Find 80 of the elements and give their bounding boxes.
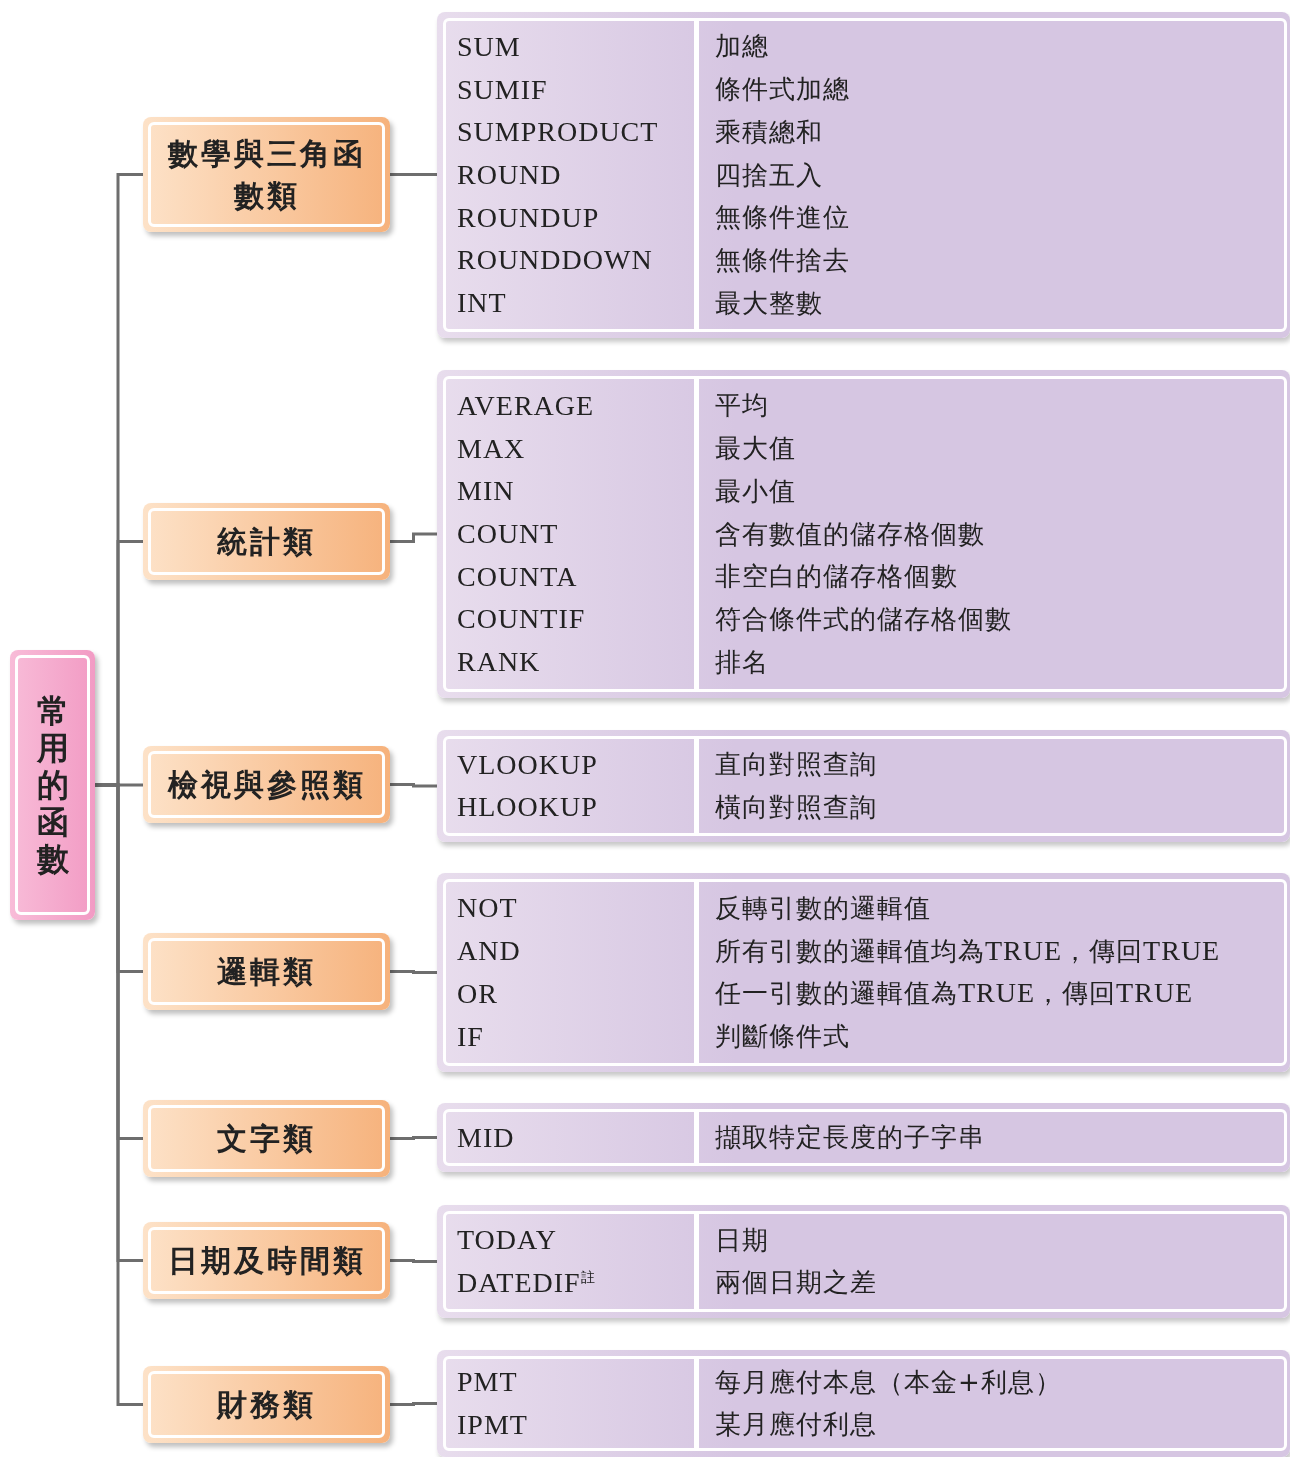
function-description: 排名 [715, 645, 769, 679]
function-description: 擷取特定長度的子字串 [715, 1121, 985, 1154]
function-name: ROUNDDOWN [457, 244, 653, 277]
category-label: 日期及時間類 [166, 1241, 367, 1280]
category-label: 數學與三角函數類 [166, 134, 367, 215]
connector-line [390, 173, 437, 176]
connector-line [390, 1402, 437, 1406]
category-label: 文字類 [216, 1119, 317, 1158]
function-description: 反轉引數的邏輯值 [715, 891, 931, 925]
function-description: 所有引數的邏輯值均為TRUE，傳回TRUE [715, 933, 1221, 968]
function-name: COUNTIF [457, 603, 586, 636]
function-name: COUNTA [457, 560, 578, 593]
function-description: 加總 [715, 30, 769, 64]
function-description: 符合條件式的儲存格個數 [715, 602, 1012, 636]
connector-line [390, 783, 437, 788]
function-name: MID [457, 1121, 515, 1154]
function-table [437, 370, 1290, 698]
category-box [143, 503, 390, 580]
function-description: 四捨五入 [715, 158, 823, 192]
function-description: 含有數值的儲存格個數 [715, 517, 985, 551]
function-name: IPMT [457, 1408, 528, 1441]
function-name: COUNT [457, 518, 559, 550]
function-description: 無條件捨去 [715, 243, 850, 277]
function-name: AND [457, 935, 521, 968]
root-box [10, 650, 95, 920]
connector-line [390, 1136, 437, 1140]
function-name: SUM [457, 30, 521, 63]
function-description: 任一引數的邏輯值為TRUE，傳回TRUE [715, 976, 1194, 1011]
function-description: 條件式加總 [715, 73, 850, 107]
function-name: ROUNDUP [457, 201, 600, 234]
function-table [437, 1205, 1290, 1318]
category-box [143, 1222, 390, 1299]
function-table [437, 730, 1290, 842]
function-description: 乘積總和 [715, 115, 823, 149]
function-name: DATEDIF$^{註}$ [457, 1266, 596, 1299]
connector-line [390, 532, 437, 543]
category-box [143, 117, 390, 232]
category-label: 邏輯類 [216, 952, 317, 991]
function-description: 日期 [715, 1223, 769, 1257]
function-description: 平均 [715, 389, 769, 423]
function-name: MAX [457, 432, 526, 465]
category-label: 檢視與參照類 [166, 765, 367, 804]
function-name: ROUND [457, 159, 562, 191]
category-box [143, 933, 390, 1010]
function-name: OR [457, 977, 498, 1010]
function-table [437, 873, 1290, 1072]
function-description: 最大值 [715, 432, 796, 466]
function-description: 直向對照查詢 [715, 748, 877, 782]
function-description: 判斷條件式 [715, 1020, 850, 1054]
category-box [143, 1100, 390, 1177]
function-description: 最小值 [715, 474, 796, 508]
function-name: SUMPRODUCT [457, 116, 659, 149]
function-name: HLOOKUP [457, 791, 598, 824]
root-label: 常用的函數 [35, 692, 70, 878]
function-name: MIN [457, 475, 515, 508]
function-description: 橫向對照查詢 [715, 790, 877, 824]
function-name: IF [457, 1020, 484, 1053]
function-name: PMT [457, 1366, 518, 1399]
function-name: NOT [457, 892, 518, 925]
function-description: 非空白的儲存格個數 [715, 560, 958, 594]
function-description: 最大整數 [715, 286, 823, 320]
function-description: 無條件進位 [715, 201, 850, 235]
function-name: SUMIF [457, 73, 548, 106]
function-table [437, 1350, 1290, 1457]
function-name: AVERAGE [457, 389, 595, 422]
function-description: 兩個日期之差 [715, 1266, 877, 1300]
function-name: INT [457, 287, 507, 320]
function-table [437, 12, 1290, 338]
category-label: 統計類 [216, 522, 317, 561]
function-name: TODAY [457, 1224, 557, 1257]
category-label: 財務類 [215, 1385, 317, 1424]
function-table [437, 1103, 1290, 1172]
category-box [143, 1366, 390, 1443]
connector-line [390, 970, 437, 974]
category-box [143, 746, 390, 823]
function-description: 每月應付本息（本金+利息） [715, 1365, 1062, 1399]
function-description: 某月應付利息 [715, 1408, 877, 1442]
function-name: RANK [457, 646, 541, 679]
function-name: VLOOKUP [457, 748, 598, 781]
connector-line [390, 1259, 437, 1263]
